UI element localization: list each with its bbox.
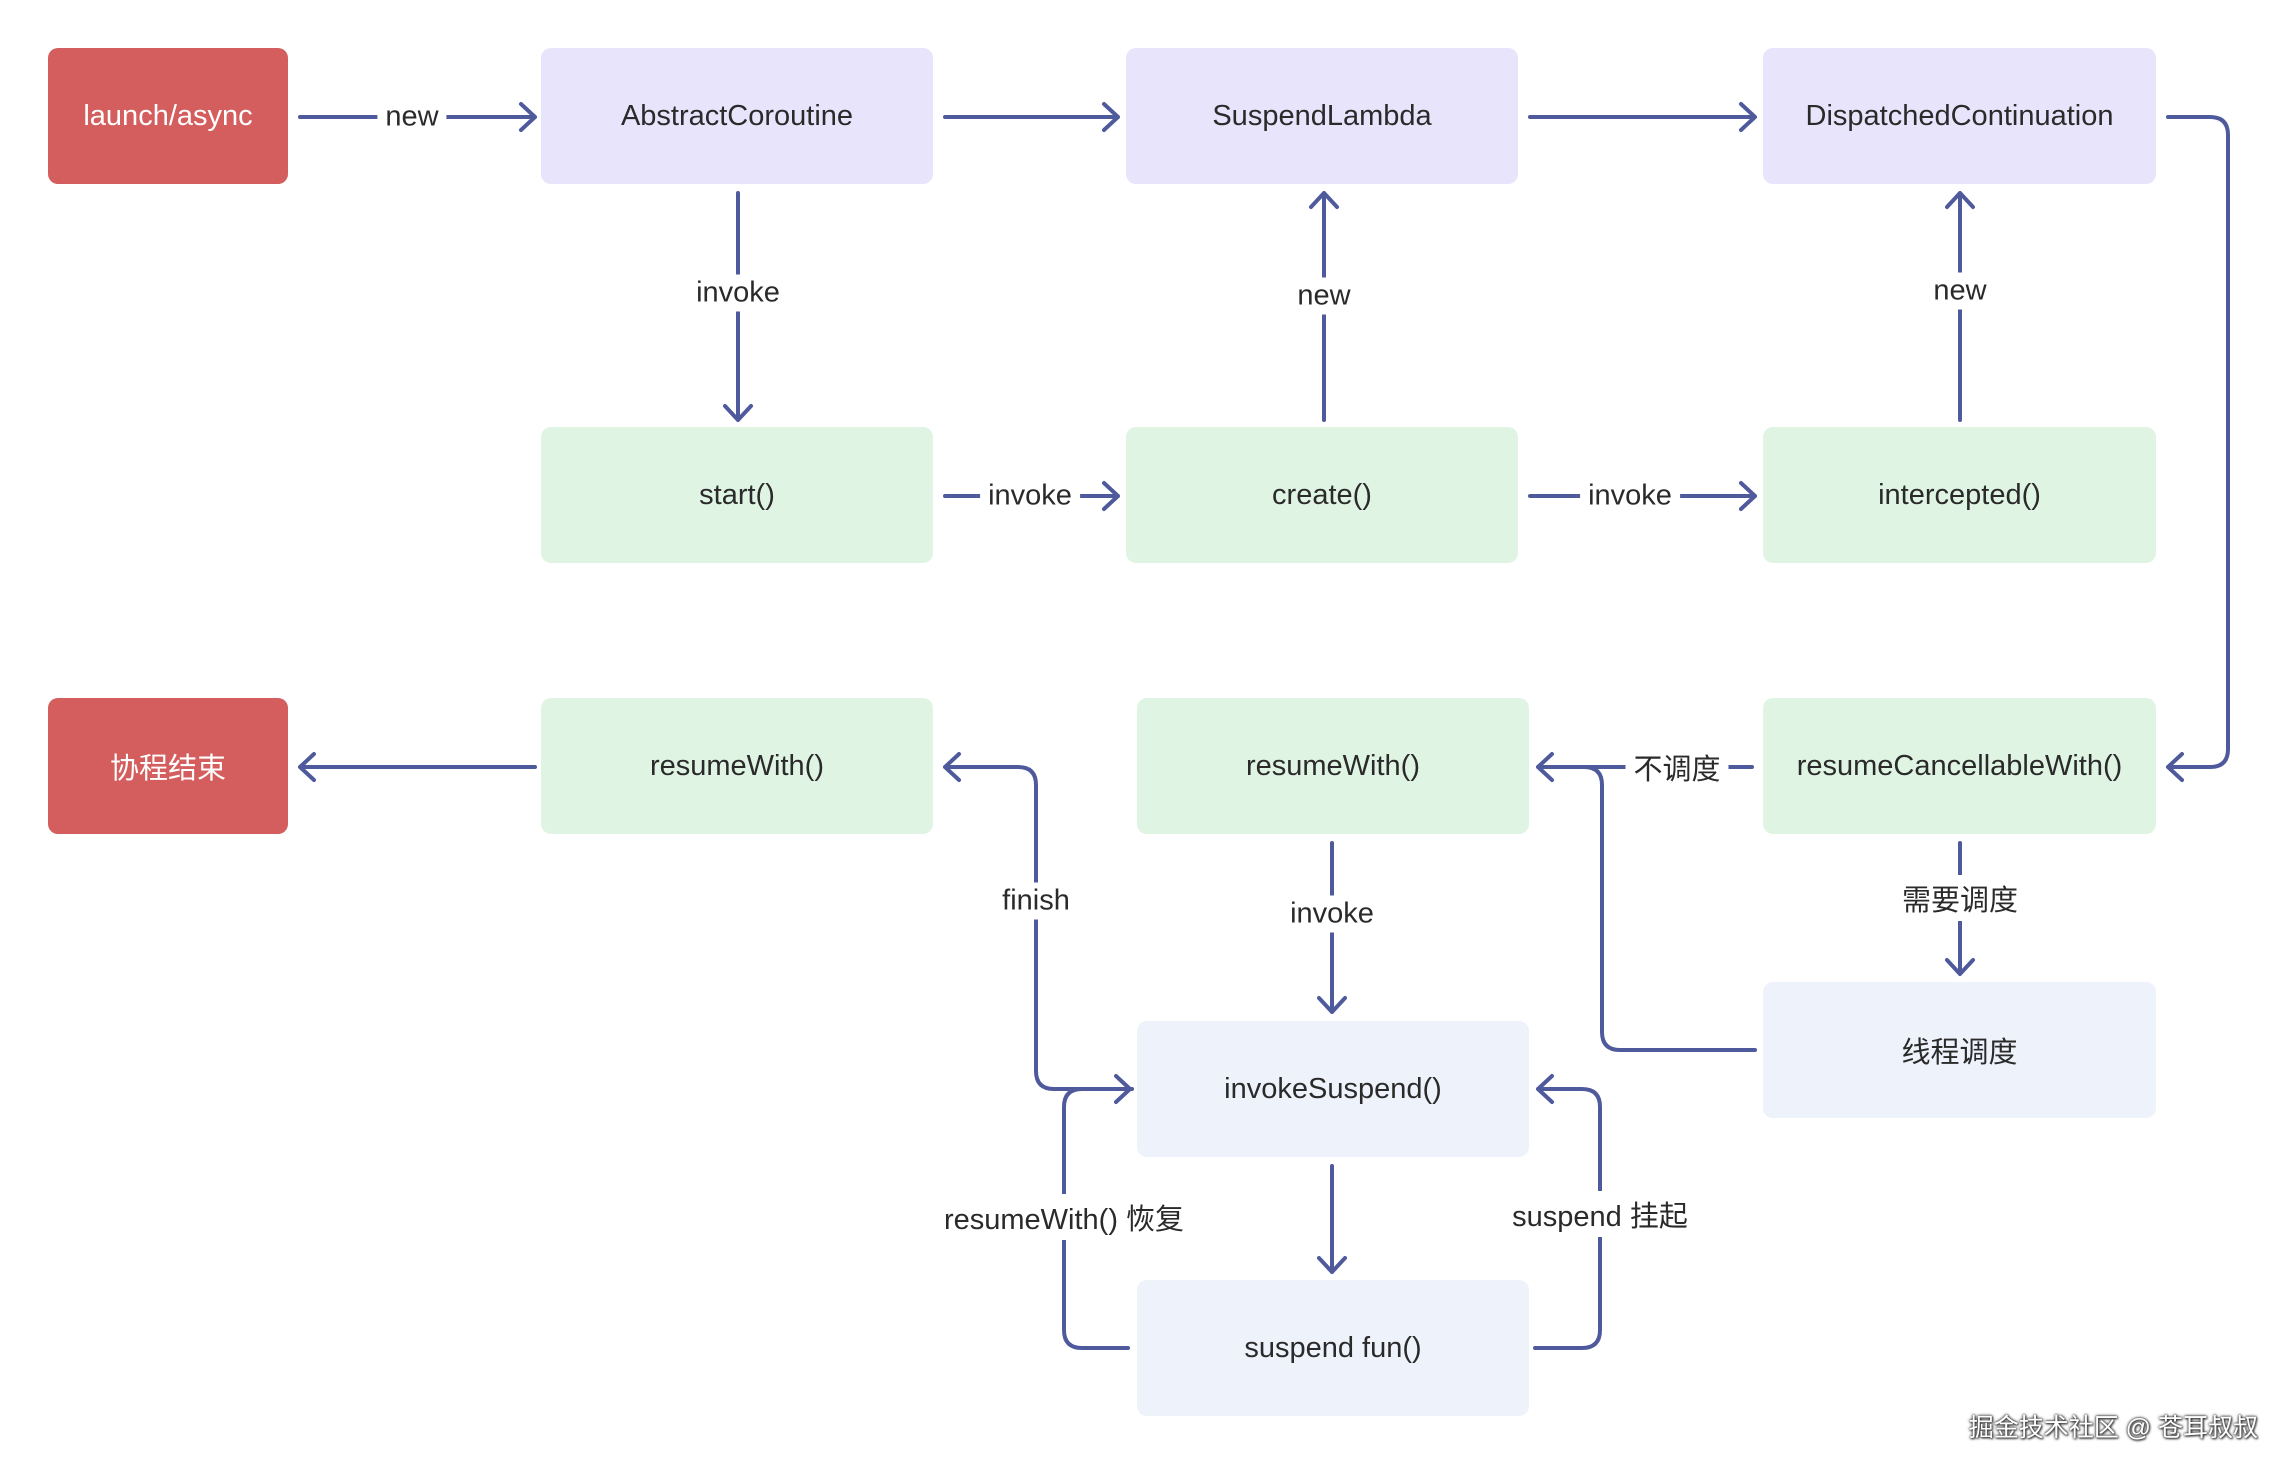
node-launch-label: launch/async [83, 99, 253, 132]
edge-label-create-invoke: invoke [1580, 477, 1680, 515]
node-start-label: start() [699, 478, 775, 511]
edge-thread-resume [1538, 765, 1757, 1052]
node-intercepted: intercepted() [1763, 427, 2156, 563]
edge-label-no-dispatch: 不调度 [1625, 744, 1729, 790]
edge-lambda-dispatched [1528, 102, 1757, 132]
node-launch: launch/async [48, 48, 288, 184]
node-resume-with-left-label: resumeWith() [649, 749, 824, 782]
edge-label-resume-invoke: invoke [1282, 895, 1382, 933]
node-abstract-coroutine: AbstractCoroutine [541, 48, 933, 184]
node-suspend-fun: suspend fun() [1137, 1280, 1529, 1416]
watermark: 掘金技术社区 @ 苍耳叔叔 [1968, 1414, 2258, 1442]
node-thread-dispatch: 线程调度 [1763, 982, 2156, 1118]
node-suspend-lambda: SuspendLambda [1126, 48, 1518, 184]
node-end-label: 协程结束 [109, 753, 226, 785]
edge-invokesuspend-suspendfun [1317, 1164, 1347, 1274]
edge-label-finish: finish [994, 882, 1078, 920]
node-end: 协程结束 [48, 698, 288, 834]
node-resume-cancellable-with-label: resumeCancellableWith() [1796, 749, 2123, 782]
node-invoke-suspend-label: invokeSuspend() [1224, 1072, 1442, 1105]
edge-label-need-dispatch: 需要调度 [1893, 875, 2027, 921]
edge-abstract-lambda [943, 102, 1120, 132]
edge-label-launch-new: new [377, 98, 447, 136]
node-resume-with-mid: resumeWith() [1137, 698, 1529, 834]
node-resume-with-left: resumeWith() [541, 698, 933, 834]
edge-label-resume-recover: resumeWith() 恢复 [935, 1194, 1193, 1240]
node-dispatched-continuation-label: DispatchedContinuation [1805, 99, 2114, 132]
edge-finish [943, 752, 1134, 1091]
node-intercepted-label: intercepted() [1878, 478, 2041, 511]
node-suspend-lambda-label: SuspendLambda [1212, 99, 1432, 132]
edge-label-abstract-invoke: invoke [688, 274, 788, 312]
node-suspend-fun-label: suspend fun() [1244, 1331, 1422, 1364]
edge-label-suspend-hang: suspend 挂起 [1504, 1191, 1696, 1237]
node-thread-dispatch-label: 线程调度 [1901, 1037, 2018, 1069]
node-dispatched-continuation: DispatchedContinuation [1763, 48, 2156, 184]
node-resume-with-mid-label: resumeWith() [1245, 749, 1420, 782]
node-start: start() [541, 427, 933, 563]
node-resume-cancellable-with: resumeCancellableWith() [1763, 698, 2156, 834]
node-invoke-suspend: invokeSuspend() [1137, 1021, 1529, 1157]
node-create-label: create() [1272, 478, 1372, 511]
node-abstract-coroutine-label: AbstractCoroutine [620, 99, 854, 132]
edge-resume-end [298, 752, 537, 782]
edge-dispatched-resumecancellable [2166, 115, 2230, 782]
node-create: create() [1126, 427, 1518, 563]
edge-label-start-invoke: invoke [980, 477, 1080, 515]
edge-label-create-new: new [1289, 277, 1359, 315]
edge-label-intercepted-new: new [1925, 272, 1995, 310]
